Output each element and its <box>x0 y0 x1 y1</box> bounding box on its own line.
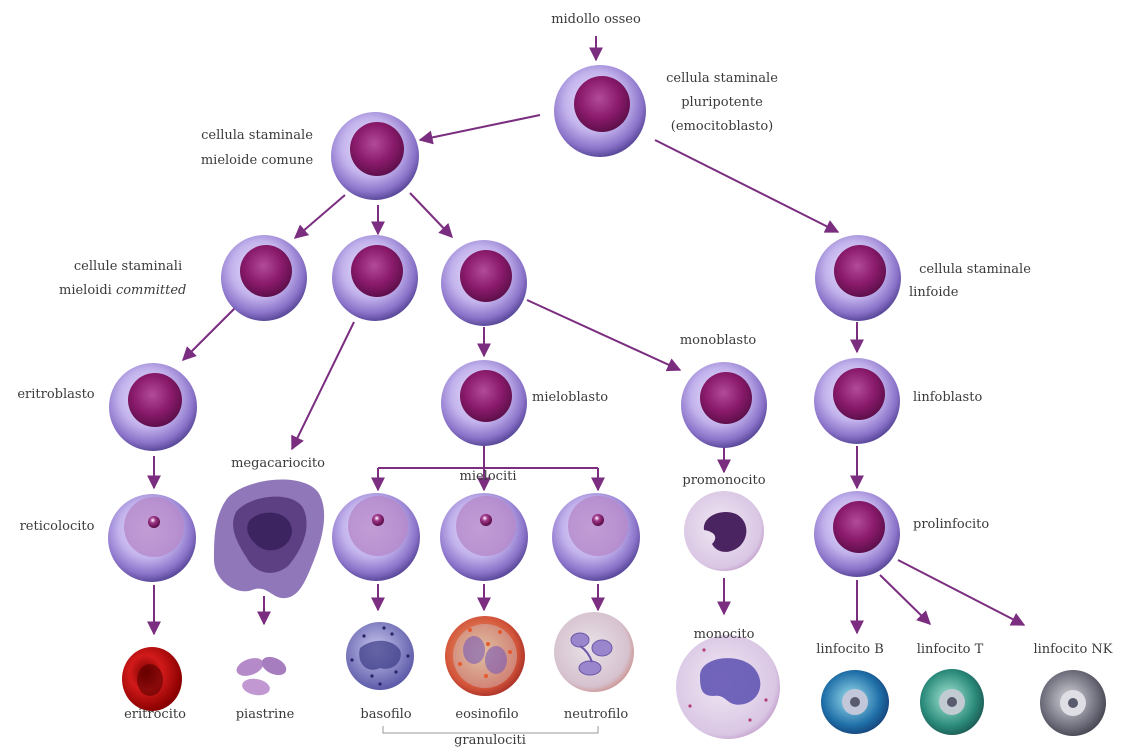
label-pluri-2: pluripotente <box>681 94 763 111</box>
label-mielociti: mielociti <box>460 468 517 485</box>
label-committed-2: mieloidi <box>59 283 112 298</box>
cell-linfoide <box>815 235 901 321</box>
cell-promonocito <box>684 491 764 571</box>
label-committed-1: cellule staminali <box>74 258 182 275</box>
label-pluri-1: cellula staminale <box>666 70 778 87</box>
label-linfocito-t: linfocito T <box>917 641 984 658</box>
label-mieloblasto: mieloblasto <box>532 389 608 406</box>
arrow-pluri-linfoide <box>655 140 838 232</box>
cell-monocito <box>676 635 780 739</box>
cell-linfocito-b <box>821 670 889 734</box>
label-eosinofilo: eosinofilo <box>455 706 518 723</box>
cell-linfoblasto <box>814 358 900 444</box>
label-monoblasto: monoblasto <box>680 332 756 349</box>
arrow-mieloide-committed3 <box>410 193 452 237</box>
label-reticolocito: reticolocito <box>20 518 95 535</box>
cell-eritrocito <box>122 647 182 711</box>
label-linfocito-b: linfocito B <box>816 641 884 658</box>
cell-monoblasto <box>681 362 767 448</box>
arrow-prolinfocito-linfocitonk <box>898 560 1024 625</box>
cell-megacariocito <box>214 480 324 599</box>
cell-eosinofilo <box>445 616 525 696</box>
cell-linfocito-t <box>920 669 984 735</box>
cell-committed-2 <box>332 235 418 321</box>
label-linfocito-nk: linfocito NK <box>1033 641 1112 658</box>
cell-piastrine <box>234 653 289 697</box>
label-pluri-3: (emocitoblasto) <box>671 118 773 135</box>
arrow-pluri-mieloide <box>420 115 540 140</box>
arrow-committed3-monoblasto <box>527 300 680 370</box>
label-prolinfocito: prolinfocito <box>913 516 989 533</box>
cell-neutrofilo <box>554 612 634 692</box>
label-piastrine: piastrine <box>236 706 295 723</box>
label-linfoblasto: linfoblasto <box>913 389 982 406</box>
cell-committed-3 <box>441 240 527 326</box>
label-promonocito: promonocito <box>682 472 765 489</box>
cell-basofilo <box>346 622 414 690</box>
label-basofilo: basofilo <box>360 706 411 723</box>
arrow-prolinfocito-linfocitot <box>880 575 930 624</box>
cell-mielocita-1 <box>332 493 420 581</box>
cell-emocitoblasto <box>554 65 646 157</box>
label-eritroblasto: eritroblasto <box>17 386 94 403</box>
cell-linfocito-nk <box>1040 670 1106 736</box>
cell-eritroblasto <box>109 363 197 451</box>
cell-committed-1 <box>221 235 307 321</box>
arrow-mieloide-committed1 <box>295 195 345 238</box>
label-midollo-osseo: midollo osseo <box>551 11 641 28</box>
arrow-committed2-megacariocito <box>292 322 354 449</box>
label-linfoide-1: cellula staminale <box>919 261 1031 278</box>
label-linfoide-2: linfoide <box>909 284 959 301</box>
label-mieloide-1: cellula staminale <box>201 127 313 144</box>
label-granulociti: granulociti <box>454 732 526 749</box>
label-eritrocito: eritrocito <box>124 706 186 723</box>
label-megacariocito: megacariocito <box>231 455 325 472</box>
cell-mielocita-3 <box>552 493 640 581</box>
cell-mieloblasto <box>441 360 527 446</box>
label-committed-3: committed <box>116 283 186 298</box>
cell-reticolocito <box>108 494 196 582</box>
label-neutrofilo: neutrofilo <box>564 706 628 723</box>
arrow-committed1-eritroblasto <box>183 308 235 360</box>
cell-prolinfocito <box>814 491 900 577</box>
cell-mieloide-comune <box>331 112 419 200</box>
label-committed-2-line: mieloidi committed <box>59 282 186 299</box>
label-monocito: monocito <box>694 626 755 643</box>
cell-mielocita-2 <box>440 493 528 581</box>
label-mieloide-2: mieloide comune <box>201 152 313 169</box>
